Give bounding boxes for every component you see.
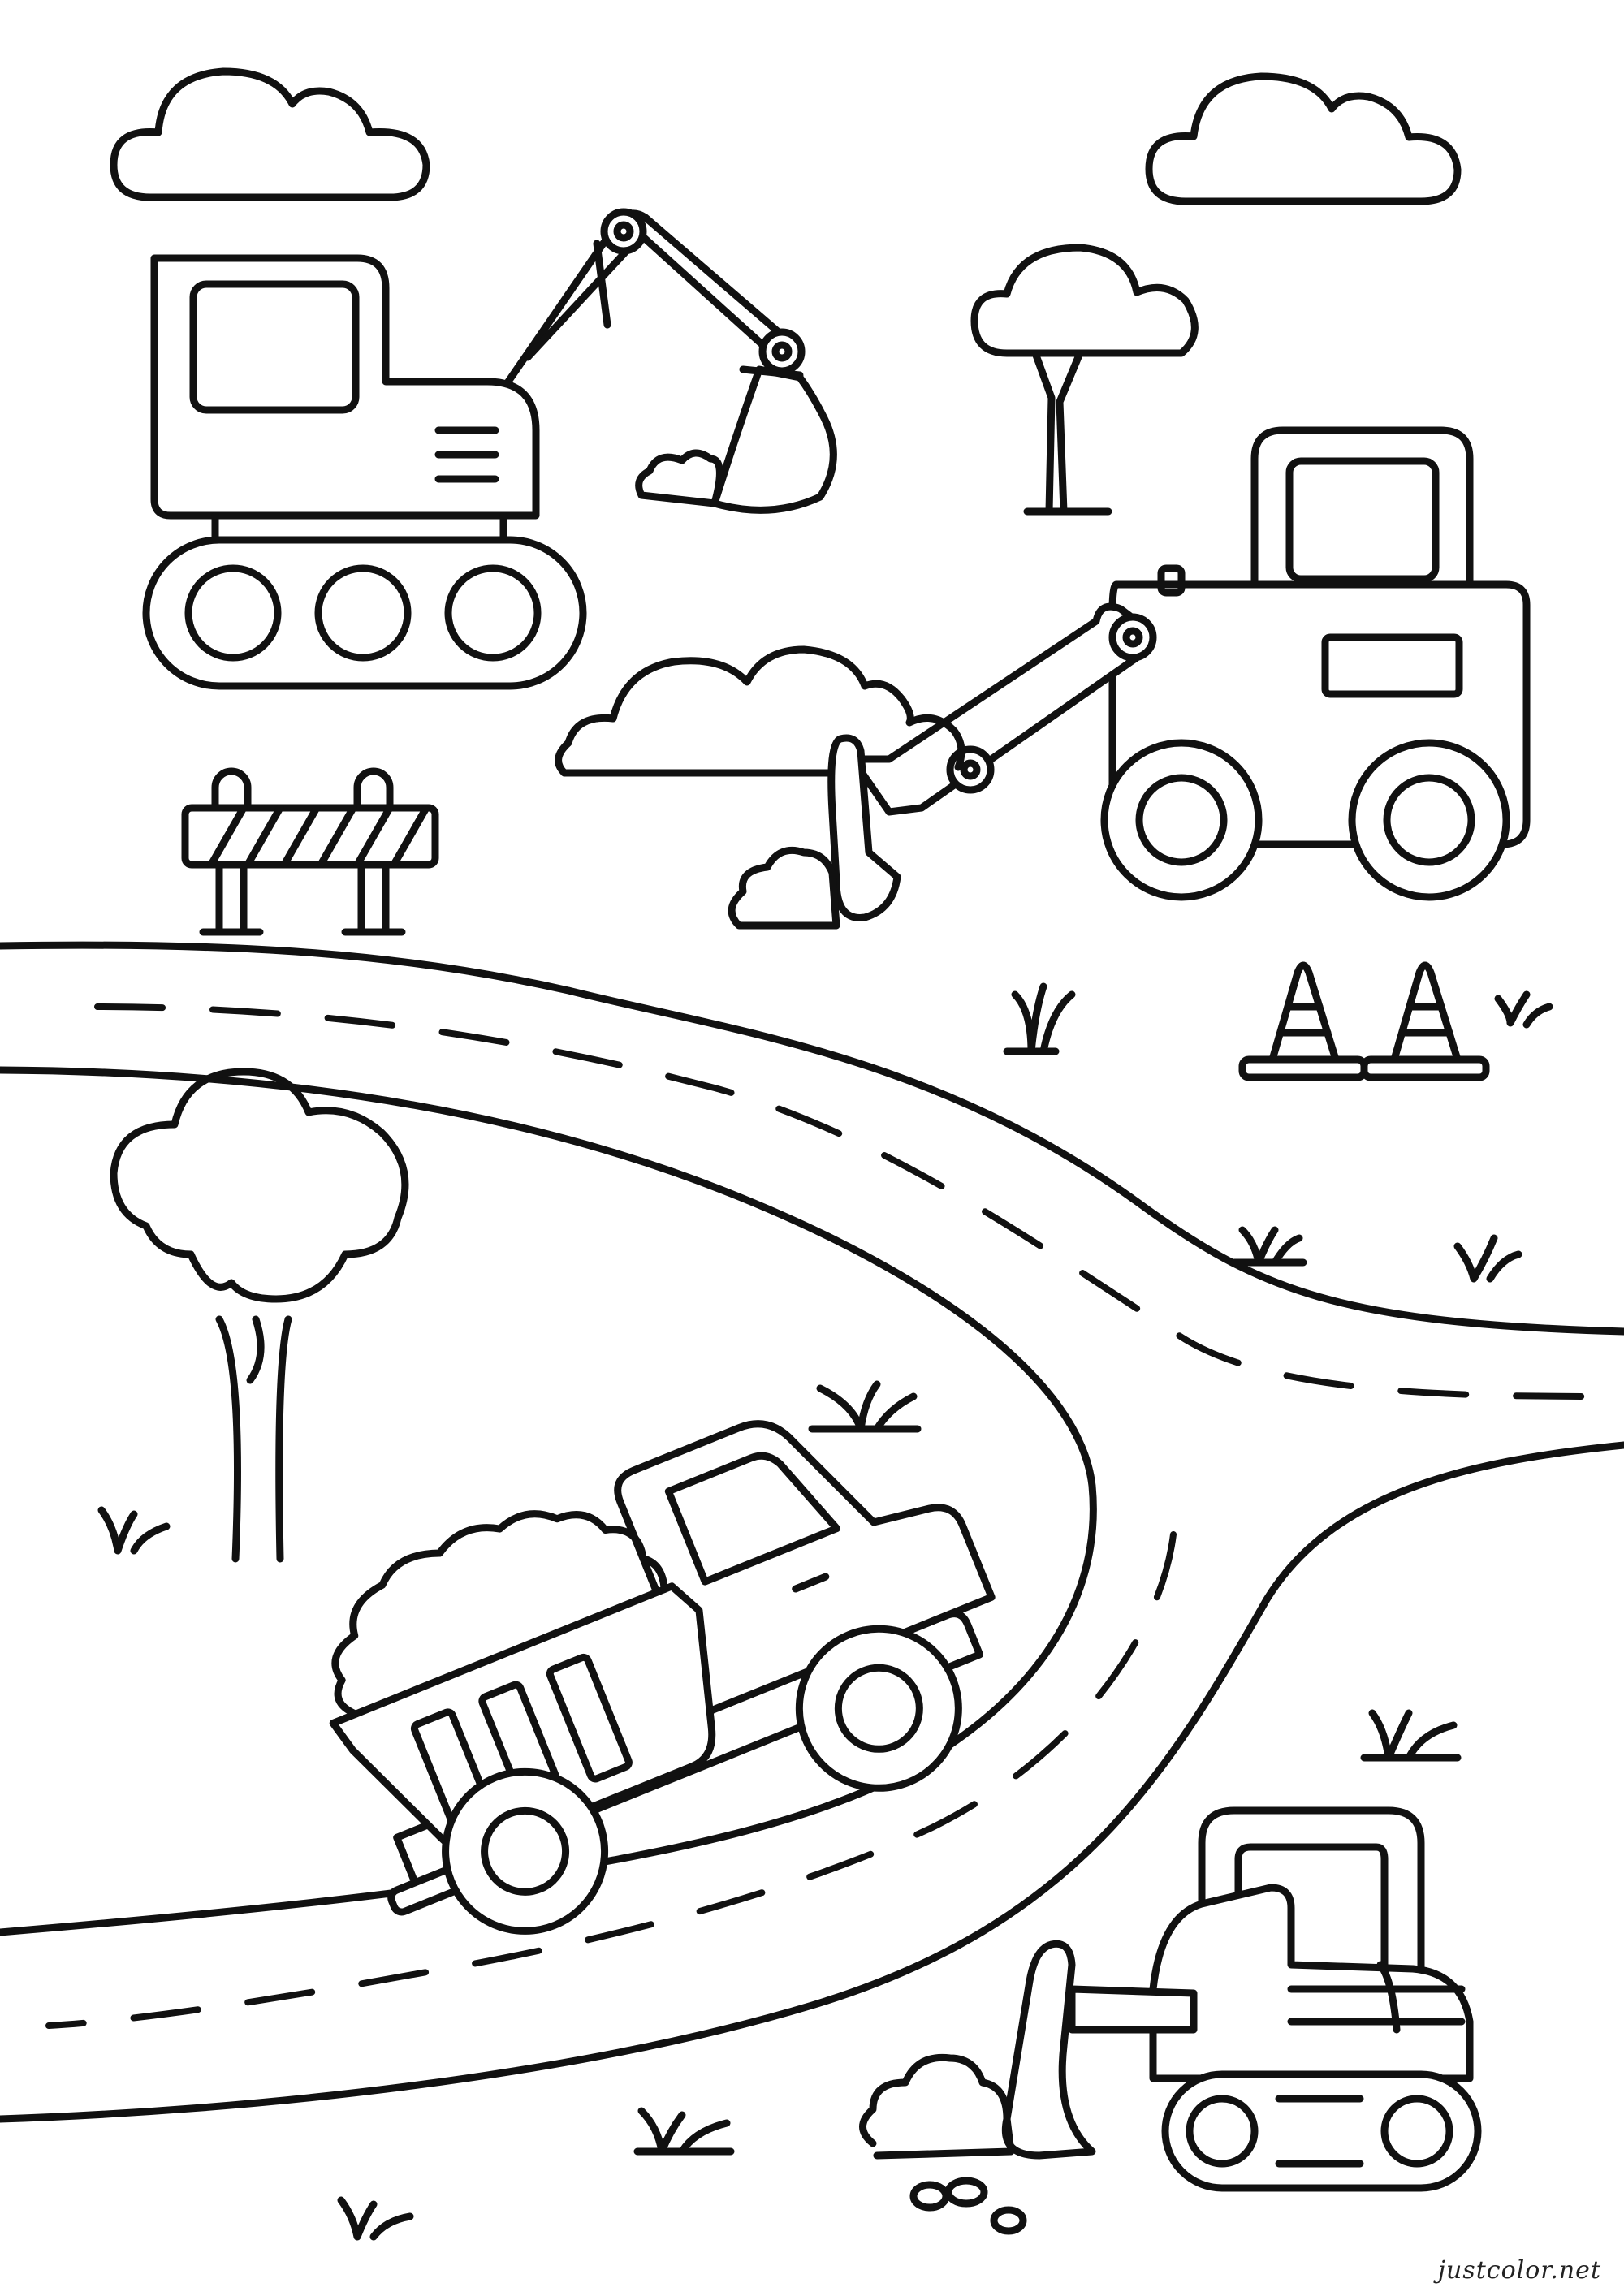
road-centerline-lower: [45, 1531, 1177, 2029]
dump-truck-wheel-rear: [442, 1767, 609, 1935]
road-edge-middle: [0, 1066, 1097, 1936]
loader-bucket-dirt: [728, 846, 840, 930]
dump-truck-load: [331, 1510, 668, 1718]
bulldozer-dirt: [859, 2053, 1015, 2160]
loader-wheel-right: [1348, 739, 1510, 901]
road-barrier: [181, 767, 439, 936]
dump-truck-cab: [614, 1420, 996, 1717]
excavator: [142, 208, 837, 690]
loader-wheel-left: [1100, 739, 1263, 901]
tree-large-left: [110, 1068, 409, 1563]
loader-panel: [1321, 633, 1463, 698]
excavator-wheel-2: [314, 564, 412, 662]
road-edge-top: [0, 941, 1624, 1336]
traffic-cone-right: [1360, 961, 1490, 1081]
watermark-signature: justcolor.net: [1437, 2256, 1601, 2285]
bulldozer: [859, 1806, 1482, 2235]
excavator-bucket-dirt: [635, 449, 723, 507]
excavator-bucket: [710, 365, 837, 514]
cloud-top-left: [110, 67, 430, 201]
road-centerline-top: [94, 1003, 1587, 1400]
dump-truck: [329, 1420, 996, 1935]
loader-arm: [849, 602, 1149, 816]
excavator-wheel-3: [444, 564, 542, 662]
bulldozer-body: [1149, 1884, 1474, 2082]
tree-small-top: [970, 244, 1199, 516]
wheel-loader: [728, 426, 1531, 930]
grass-tufts: [97, 982, 1553, 2241]
excavator-window: [189, 280, 360, 414]
road-edge-lower: [0, 1441, 1624, 2123]
road: [0, 941, 1624, 2123]
traffic-cone-left: [1238, 961, 1368, 1081]
cloud-top-right: [1145, 72, 1462, 205]
bulldozer-blade: [1001, 1940, 1096, 2160]
dump-truck-wheel-front: [795, 1625, 962, 1792]
excavator-wheel-1: [184, 564, 282, 662]
bulldozer-arm: [1068, 1985, 1198, 2034]
dirt-mound: [555, 645, 965, 777]
loader-window: [1285, 457, 1440, 583]
loader-cab: [1250, 426, 1474, 589]
